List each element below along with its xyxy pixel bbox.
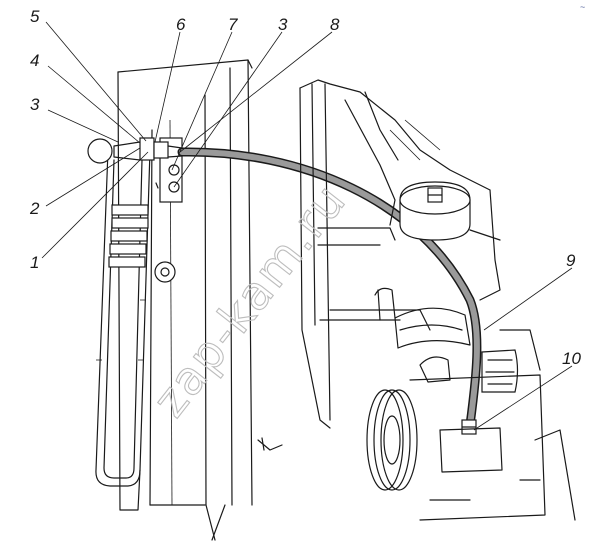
callout-1: 1: [30, 253, 39, 272]
callout-2: 2: [29, 199, 40, 218]
mount-cylinder: [399, 181, 471, 241]
callout-9: 9: [566, 251, 576, 270]
oil-hose: [177, 147, 482, 435]
callout-6: 6: [176, 15, 186, 34]
callout-labels: 5 4 3 2 1 6 7 3 8 9 10: [29, 7, 581, 368]
rubber-mount: [419, 349, 519, 393]
mounting-bracket: [154, 137, 183, 283]
callout-3-left: 3: [30, 95, 40, 114]
callout-4: 4: [30, 51, 39, 70]
callout-5: 5: [30, 7, 40, 26]
engine-block: [299, 79, 501, 429]
hose-fitting: [87, 137, 183, 164]
pulley: [366, 389, 418, 491]
callout-8: 8: [330, 15, 340, 34]
dipstick-tube: [95, 149, 151, 487]
leader-lines: [41, 21, 573, 431]
callout-7: 7: [228, 15, 238, 34]
callout-3-top: 3: [278, 15, 288, 34]
lower-housing: [409, 329, 576, 521]
corner-mark: ~: [580, 2, 585, 12]
callout-10: 10: [562, 349, 581, 368]
hose-clamp: [374, 287, 471, 349]
